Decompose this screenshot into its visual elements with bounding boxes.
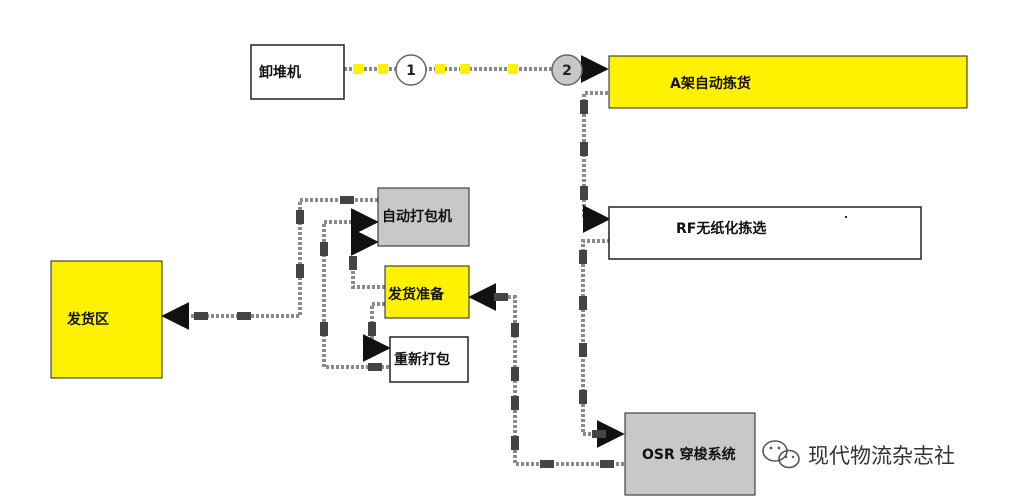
marker-1: 1 [395, 54, 427, 86]
node-rf-picking: RF无纸化拣选 [608, 206, 922, 260]
node-unloader: 卸堆机 [250, 44, 345, 100]
svg-text:1: 1 [406, 63, 416, 79]
connector-osr-ship-prep [468, 283, 624, 466]
marker-2: 2 [551, 54, 583, 86]
connector-packer-shipping [161, 198, 378, 330]
node-osr: OSR 穿梭系统 [624, 412, 756, 496]
connector-prep-packer [350, 228, 385, 289]
conveyor-marks [194, 100, 614, 468]
svg-text:OSR 穿梭系统: OSR 穿梭系统 [642, 446, 736, 463]
connector-rf-osr [581, 239, 625, 448]
svg-text:卸堆机: 卸堆机 [259, 64, 301, 81]
watermark: 现代物流杂志社 [762, 440, 955, 469]
connector-repack-packer [322, 208, 389, 369]
node-ship-prep: 发货准备 [384, 265, 470, 319]
node-repack: 重新打包 [389, 336, 469, 383]
svg-text:现代物流杂志社: 现代物流杂志社 [808, 444, 955, 468]
speck [845, 216, 847, 218]
node-a-frame: A架自动拣货 [608, 55, 968, 109]
svg-text:A架自动拣货: A架自动拣货 [670, 75, 751, 92]
svg-text:发货区: 发货区 [66, 311, 109, 328]
svg-text:RF无纸化拣选: RF无纸化拣选 [676, 220, 766, 237]
svg-text:自动打包机: 自动打包机 [382, 208, 452, 225]
svg-text:发货准备: 发货准备 [387, 286, 445, 303]
top-conveyor-marks [353, 64, 518, 74]
node-auto-packer: 自动打包机 [377, 187, 470, 247]
svg-text:重新打包: 重新打包 [394, 351, 450, 368]
svg-text:2: 2 [562, 63, 572, 79]
wechat-icon [762, 440, 800, 469]
node-shipping-area: 发货区 [50, 260, 163, 379]
